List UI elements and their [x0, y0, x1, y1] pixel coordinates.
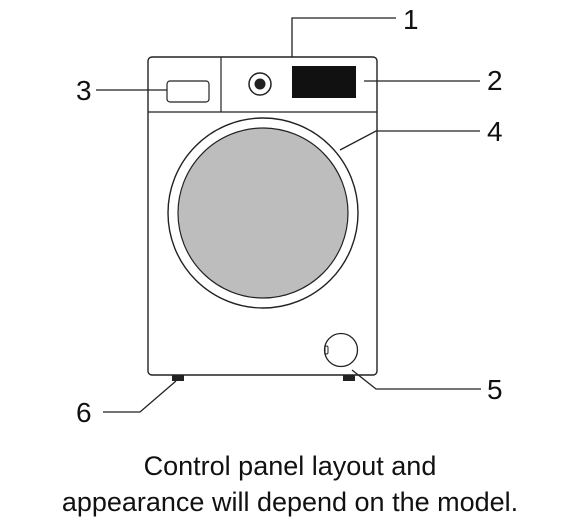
- adjustable-foot-right: [343, 375, 355, 381]
- adjustable-foot-left: [172, 375, 184, 381]
- leader-line-4: [339, 130, 480, 151]
- callout-number-5: 5: [487, 374, 503, 405]
- callout-number-1: 1: [403, 4, 419, 35]
- callout-number-6: 6: [76, 397, 92, 428]
- leader-line-1: [291, 17, 396, 57]
- caption-line-1: Control panel layout and: [143, 451, 437, 481]
- detergent-drawer-handle: [166, 80, 210, 103]
- display-panel: [292, 66, 356, 98]
- program-knob-inner: [254, 78, 266, 90]
- washing-machine-diagram: 1 2 3 4 5 6: [76, 4, 503, 428]
- callout-number-2: 2: [487, 65, 503, 96]
- filter-cover: [323, 332, 359, 368]
- diagram-caption: Control panel layout and appearance will…: [0, 448, 580, 520]
- leader-line-6: [103, 380, 177, 413]
- callout-number-3: 3: [76, 75, 92, 106]
- callout-number-4: 4: [487, 116, 503, 147]
- leader-line-5: [351, 369, 481, 390]
- caption-line-2: appearance will depend on the model.: [61, 487, 519, 517]
- filter-cover-notch: [324, 345, 329, 355]
- door-glass: [177, 127, 349, 299]
